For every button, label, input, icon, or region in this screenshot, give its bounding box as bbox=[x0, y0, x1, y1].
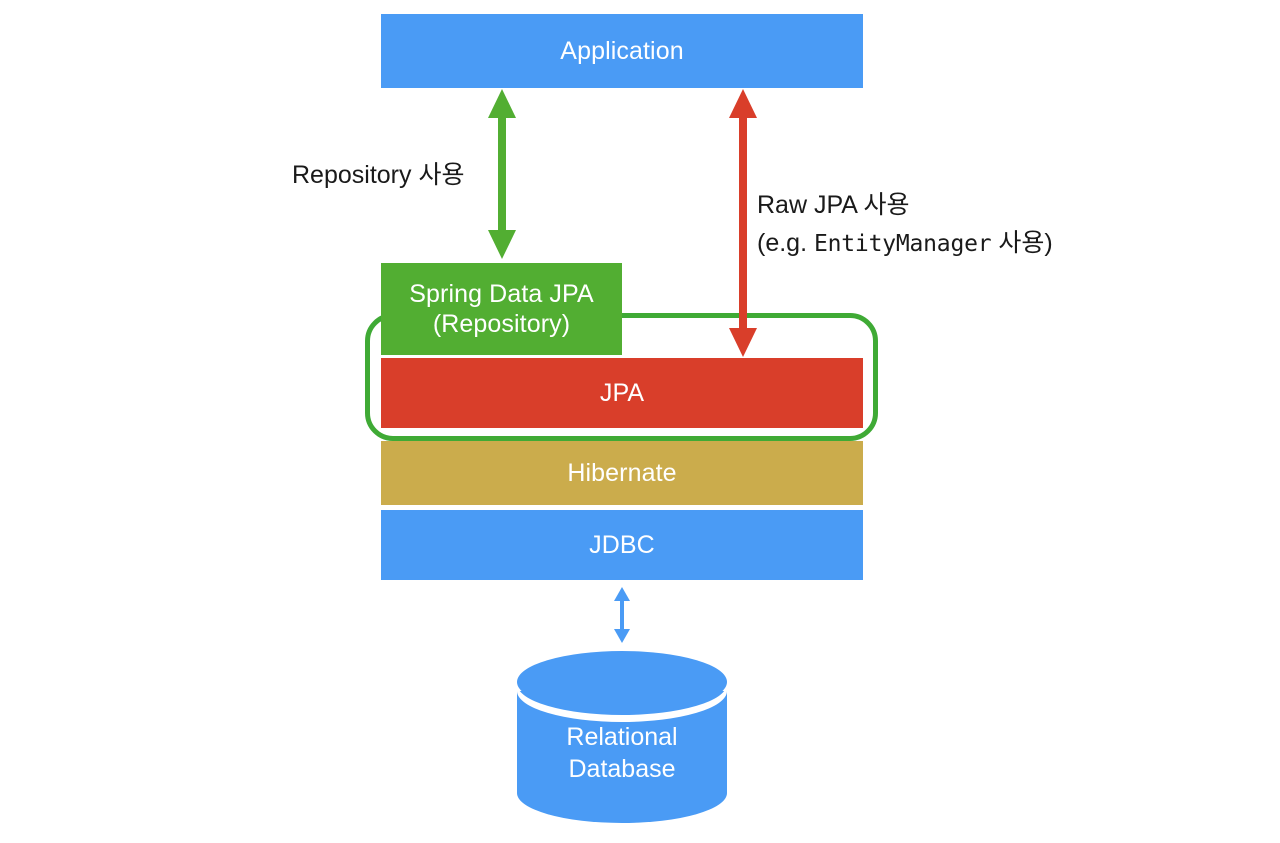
label-raw-jpa-example-prefix: (e.g. bbox=[757, 229, 814, 257]
box-spring-data-jpa: Spring Data JPA (Repository) bbox=[381, 263, 622, 355]
box-spring-data-jpa-label-line1: Spring Data JPA bbox=[409, 279, 594, 308]
arrow-jdbc-to-database bbox=[614, 587, 630, 643]
arrow-application-to-jpa bbox=[729, 89, 757, 357]
box-hibernate-label: Hibernate bbox=[567, 458, 677, 487]
label-raw-jpa-example: (e.g. EntityManager 사용) bbox=[757, 226, 1053, 261]
box-jdbc: JDBC bbox=[381, 510, 863, 580]
label-raw-jpa-usage: Raw JPA 사용 bbox=[757, 191, 910, 219]
shape-database-cylinder bbox=[517, 651, 727, 823]
label-repository-usage: Repository 사용 bbox=[292, 161, 465, 189]
box-jdbc-label: JDBC bbox=[589, 530, 655, 559]
box-hibernate: Hibernate bbox=[381, 441, 863, 505]
label-raw-jpa-example-suffix: 사용) bbox=[991, 229, 1053, 257]
box-application: Application bbox=[381, 14, 863, 88]
box-spring-data-jpa-label-line2: (Repository) bbox=[432, 310, 571, 338]
arrow-application-to-spring-data-jpa bbox=[488, 89, 516, 259]
box-application-label: Application bbox=[560, 36, 684, 65]
box-jpa-label: JPA bbox=[599, 378, 645, 407]
box-jpa: JPA bbox=[381, 358, 863, 428]
label-entity-manager-code: EntityManager bbox=[813, 231, 992, 257]
